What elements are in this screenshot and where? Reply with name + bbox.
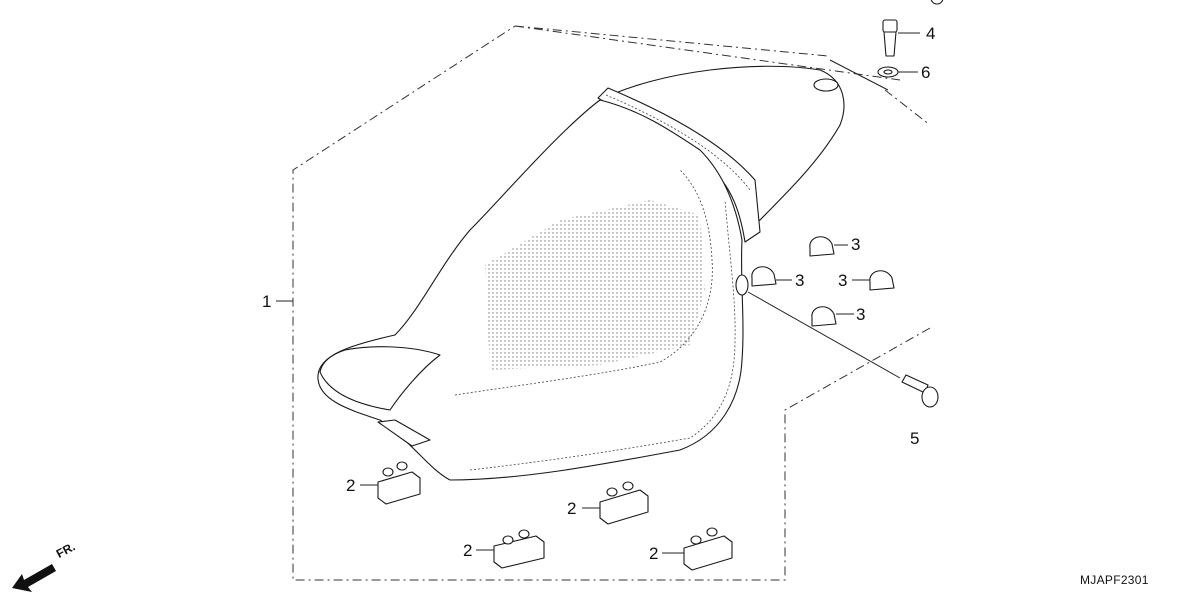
callout-3: 3 [856, 305, 866, 324]
front-arrow-icon [12, 564, 56, 592]
rubber-block-2c [493, 529, 545, 569]
rear-mount-eye [813, 78, 839, 92]
rubber-block-2a [377, 461, 421, 505]
drawing-code: MJAPF2301 [1080, 573, 1149, 587]
callout-2: 2 [346, 476, 356, 495]
bolt-leader [829, 59, 889, 91]
front-tongue [377, 419, 431, 447]
bolt-4-drawing [882, 19, 898, 57]
callout-3: 3 [838, 271, 848, 290]
grommet-3b [751, 266, 777, 287]
seat-logo-area [485, 200, 705, 370]
callout-2: 2 [649, 544, 659, 563]
callout-3: 3 [851, 235, 861, 254]
callout-6: 6 [921, 63, 931, 82]
callout-3: 3 [795, 271, 805, 290]
washer-6-drawing [877, 66, 899, 78]
rubber-block-2b [599, 481, 649, 525]
grommet-3d [811, 306, 837, 327]
screw-5-drawing [901, 374, 939, 408]
rubber-block-2d [683, 527, 733, 571]
callout-4: 4 [926, 24, 936, 43]
strap-stitching [605, 94, 751, 191]
seat-front-lip [319, 346, 441, 411]
grommet-3a [809, 236, 835, 257]
assembly-boundary [292, 25, 931, 581]
leader-5 [747, 291, 901, 379]
side-mount-eye [735, 274, 749, 296]
corner-mark [930, 0, 944, 5]
callout-1: 1 [262, 292, 272, 311]
callout-2: 2 [463, 541, 473, 560]
seat-outer-stitching [469, 199, 736, 471]
callout-5: 5 [910, 429, 920, 448]
callout-2: 2 [567, 499, 577, 518]
grommet-3c [869, 270, 895, 291]
